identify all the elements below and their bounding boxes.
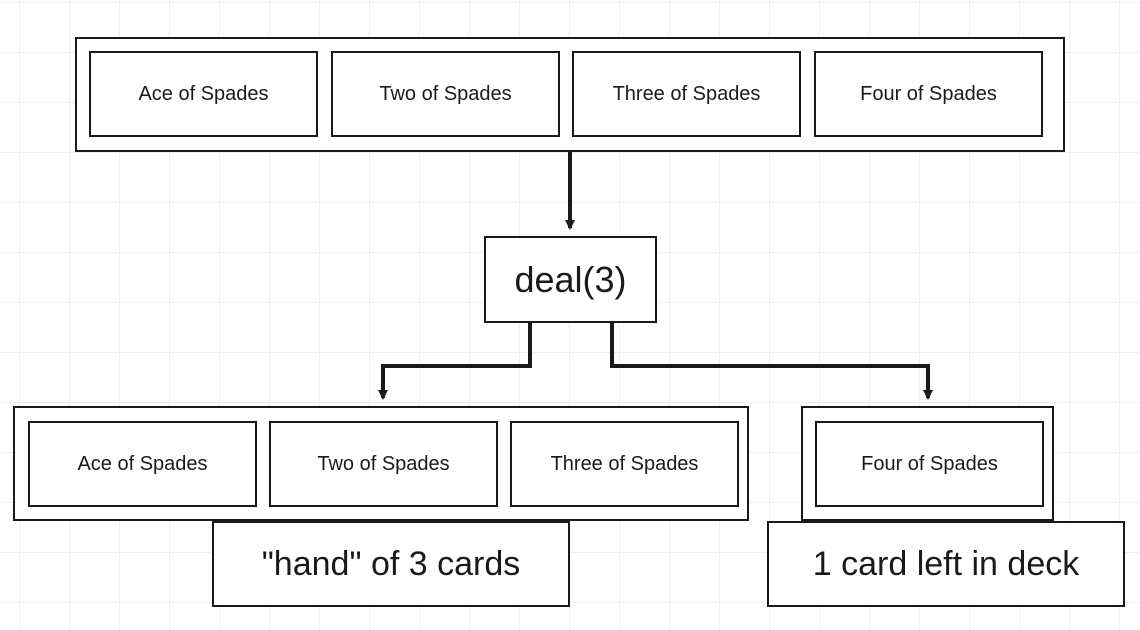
- arrow-deal-to-remaining: [610, 322, 933, 400]
- arrow-deal-to-hand: [378, 322, 532, 400]
- hand-caption: "hand" of 3 cards: [212, 521, 570, 607]
- hand-card: Two of Spades: [269, 421, 498, 507]
- remaining-card: Four of Spades: [815, 421, 1044, 507]
- remaining-caption: 1 card left in deck: [767, 521, 1125, 607]
- hand-card: Ace of Spades: [28, 421, 257, 507]
- deck-card: Four of Spades: [814, 51, 1043, 137]
- deal-operation-box: deal(3): [484, 236, 657, 323]
- deck-card: Ace of Spades: [89, 51, 318, 137]
- deck-card: Two of Spades: [331, 51, 560, 137]
- hand-card: Three of Spades: [510, 421, 739, 507]
- deck-card: Three of Spades: [572, 51, 801, 137]
